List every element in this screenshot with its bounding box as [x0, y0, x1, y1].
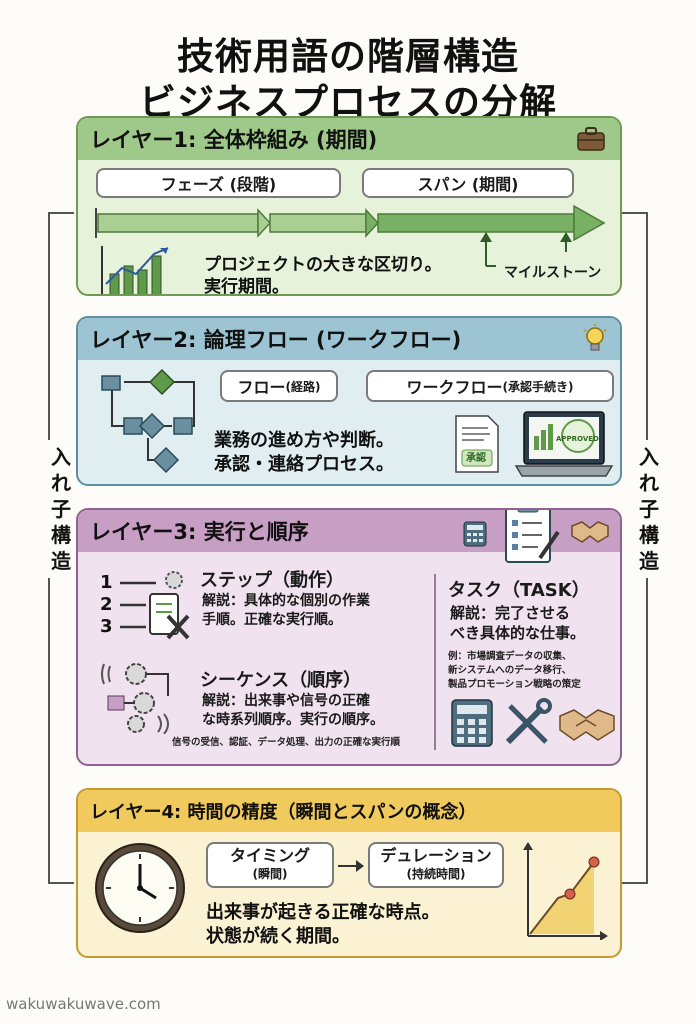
layer-1-description-1: プロジェクトの大きな区切り。 [204, 255, 442, 275]
layer-1-description-2: 実行期間。 [204, 277, 289, 296]
sequence-explanation-2: な時系列順序。実行の順序。 [202, 712, 384, 728]
task-explanation-1: 解説：完了させる [450, 604, 571, 622]
step-list-tools-icon [120, 571, 190, 640]
sequence-gears-icon [101, 663, 169, 734]
timing-pill: タイミング(瞬間) [206, 842, 334, 888]
clipboard-checklist-icon [505, 510, 560, 563]
layer-4-description-1: 出来事が起きる正確な時点。 [206, 902, 440, 923]
duration-pill: デュレーション(持続時間) [368, 842, 504, 888]
layer-1-heading: レイヤー1: 全体枠組み (期間) [78, 118, 620, 160]
layer-2-panel: レイヤー2: 論理フロー (ワークフロー) フロー(経路) [76, 316, 622, 486]
sequence-note: 信号の受信、認証、データ処理、出力の正確な実行順 [172, 737, 401, 748]
sequence-title: シーケンス（順序） [200, 670, 362, 691]
layer-2-heading: レイヤー2: 論理フロー (ワークフロー) [78, 318, 620, 360]
step-number-3: 3 [100, 616, 113, 637]
wrench-screwdriver-icon [505, 698, 552, 745]
milestone-arrow-icon [480, 232, 572, 267]
step-number-1: 1 [100, 572, 113, 593]
calculator-small-icon [463, 521, 487, 547]
approval-document-icon [455, 415, 499, 473]
layer-4-description-2: 状態が続く期間。 [206, 926, 350, 947]
laptop-approved-icon [514, 411, 614, 477]
workflow-pill: ワークフロー(承認手続き) [366, 370, 614, 402]
watermark: wakuwakuwave.com [6, 995, 161, 1013]
flowchart-icon [101, 368, 195, 474]
sequence-explanation-1: 解説：出来事や信号の正確 [202, 693, 370, 709]
layer-3-divider [434, 574, 436, 750]
layer-2-description-2: 承認・連絡プロセス。 [214, 454, 394, 475]
step-explanation-1: 解説：具体的な個別の作業 [202, 593, 370, 609]
title-line-1: 技術用語の階層構造 [177, 35, 519, 78]
nesting-label-left: 入れ子構造 [46, 440, 76, 578]
task-example-2: 新システムへのデータ移行、 [448, 665, 572, 676]
nesting-label-right: 入れ子構造 [634, 440, 664, 578]
calculator-icon [451, 699, 493, 747]
laptop-stamp-text: APPROVED [556, 435, 599, 443]
layer-4-heading: レイヤー4: 時間の精度（瞬間とスパンの概念） [78, 790, 620, 832]
milestone-label: マイルストーン [504, 265, 602, 281]
layer-3-panel: レイヤー3: 実行と順序 1 2 3 ステップ（動作） 解説： [76, 508, 622, 766]
task-explanation-2: べき具体的な仕事。 [450, 624, 586, 642]
timing-to-duration-arrow [338, 860, 364, 872]
timeline-arrow-icon [95, 204, 606, 242]
task-example-1: 例：市場調査データの収集、 [448, 651, 572, 662]
growth-chart-icon [101, 246, 169, 294]
lightbulb-icon [583, 324, 607, 351]
handshake-small-icon [571, 521, 609, 543]
step-title: ステップ（動作） [200, 570, 344, 591]
step-explanation-2: 手順。正確な実行順。 [202, 612, 342, 628]
handshake-icon [559, 709, 615, 741]
clock-icon [95, 843, 185, 933]
span-pill: スパン (期間) [362, 168, 574, 198]
layer-2-description-1: 業務の進め方や判断。 [214, 430, 394, 451]
task-title: タスク（TASK） [448, 580, 590, 601]
layer-4-panel: レイヤー4: 時間の精度（瞬間とスパンの概念） タイミング(瞬間) デュレーショ… [76, 788, 622, 958]
layer-1-panel: レイヤー1: 全体枠組み (期間) フェーズ (段階) スパン (期間) プロ [76, 116, 622, 296]
briefcase-icon [577, 127, 605, 151]
step-number-2: 2 [100, 594, 113, 615]
document-stamp-text: 承認 [466, 453, 486, 464]
flow-pill: フロー(経路) [220, 370, 338, 402]
task-example-3: 製品プロモーション戦略の策定 [448, 679, 581, 690]
rising-graph-icon [523, 842, 608, 940]
phase-pill: フェーズ (段階) [96, 168, 341, 198]
